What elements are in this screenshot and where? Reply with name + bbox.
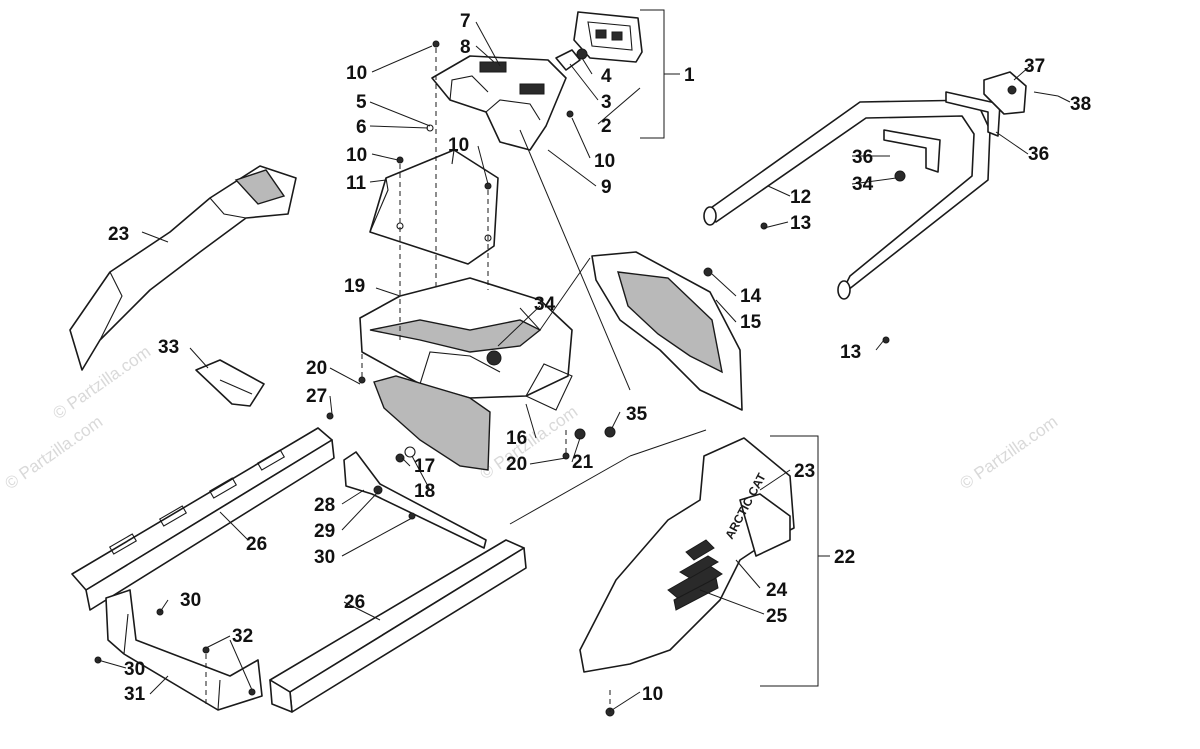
callout-10e: 10 <box>642 684 663 705</box>
callout-28: 28 <box>314 495 335 516</box>
callout-33: 33 <box>158 337 179 358</box>
part-cross-bracket <box>343 451 487 549</box>
callout-38: 38 <box>1070 94 1091 115</box>
callout-30b: 30 <box>180 590 201 611</box>
callout-4: 4 <box>601 66 612 87</box>
callout-10c: 10 <box>448 135 469 156</box>
callout-26a: 26 <box>246 534 267 555</box>
callout-36b: 36 <box>1028 144 1049 165</box>
callout-24: 24 <box>766 580 788 601</box>
part-taillight <box>573 11 643 63</box>
callout-30c: 30 <box>124 659 145 680</box>
part-side-skirt-left <box>69 165 297 371</box>
part-flap-bracket <box>369 149 499 265</box>
callout-6: 6 <box>356 117 367 138</box>
assembly-lines <box>205 48 611 712</box>
part-tail-housing <box>431 55 567 151</box>
callout-22: 22 <box>834 547 855 568</box>
callout-34a: 34 <box>534 294 556 315</box>
callout-27: 27 <box>306 386 327 407</box>
callout-35: 35 <box>626 404 648 425</box>
callout-23b: 23 <box>794 461 815 482</box>
callout-7: 7 <box>460 11 471 32</box>
callout-31: 31 <box>124 684 146 705</box>
callout-1: 1 <box>684 65 695 86</box>
callout-25: 25 <box>766 606 788 627</box>
callout-32: 32 <box>232 626 253 647</box>
callout-30a: 30 <box>314 547 335 568</box>
callout-29: 29 <box>314 521 335 542</box>
callout-5: 5 <box>356 92 367 113</box>
callout-8: 8 <box>460 37 471 58</box>
callout-9: 9 <box>601 177 612 198</box>
part-side-panel <box>591 251 743 411</box>
part-snow-flap <box>373 375 491 471</box>
callout-19: 19 <box>344 276 365 297</box>
part-tunnel-rail-right <box>269 539 527 713</box>
callout-16: 16 <box>506 428 527 449</box>
part-bulb-socket <box>555 48 588 71</box>
callout-17: 17 <box>414 456 435 477</box>
leader-lines <box>97 9 1071 711</box>
callout-10b: 10 <box>346 145 367 166</box>
callout-20a: 20 <box>306 358 327 379</box>
callout-13b: 13 <box>840 342 861 363</box>
callout-labels: 1 2 3 4 5 6 7 8 9 10 10 10 10 10 11 12 1… <box>108 11 1091 705</box>
callout-14: 14 <box>740 286 762 307</box>
part-grab-bar <box>703 99 991 300</box>
part-tunnel-rail-left <box>71 427 335 611</box>
callout-23a: 23 <box>108 224 129 245</box>
watermark: © Partzilla.com <box>49 342 154 423</box>
callout-34b: 34 <box>852 174 874 195</box>
callout-18: 18 <box>414 481 435 502</box>
part-hinge <box>983 71 1027 115</box>
callout-10a: 10 <box>346 63 367 84</box>
callout-37: 37 <box>1024 56 1045 77</box>
callout-15: 15 <box>740 312 762 333</box>
part-side-panel-right: ARCTIC CAT <box>579 437 795 673</box>
part-pad <box>195 359 265 407</box>
callout-20b: 20 <box>506 454 527 475</box>
part-lower-bracket <box>105 589 263 711</box>
watermark: © Partzilla.com <box>1 412 106 493</box>
watermark: © Partzilla.com <box>956 412 1061 493</box>
part-rear-fender <box>359 277 573 411</box>
callout-26b: 26 <box>344 592 365 613</box>
callout-3: 3 <box>601 92 612 113</box>
callout-13a: 13 <box>790 213 811 234</box>
callout-11: 11 <box>346 173 367 194</box>
callout-2: 2 <box>601 116 612 137</box>
callout-21: 21 <box>572 452 594 473</box>
callout-10d: 10 <box>594 151 615 172</box>
callout-12: 12 <box>790 187 811 208</box>
fasteners <box>94 40 1059 717</box>
callout-36a: 36 <box>852 147 873 168</box>
